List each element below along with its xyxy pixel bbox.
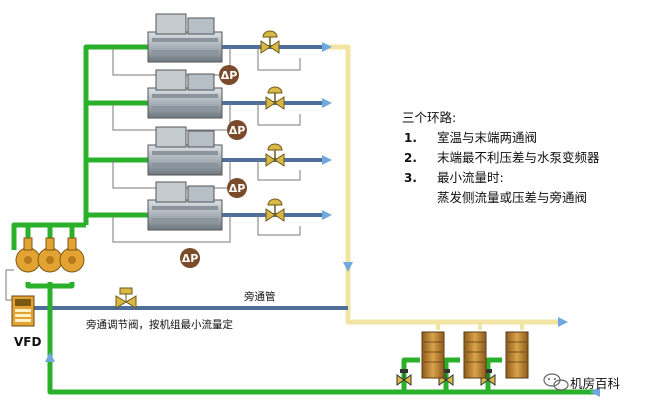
return-riser bbox=[322, 44, 560, 325]
loop-item-number: 2. bbox=[404, 151, 417, 165]
arrow-up-icon bbox=[45, 352, 55, 362]
coil-icon bbox=[505, 331, 529, 379]
valve-icon bbox=[265, 198, 285, 222]
dp-label: ΔP bbox=[229, 124, 246, 137]
arrow-down-icon bbox=[343, 262, 353, 272]
loop-item-continuation: 蒸发侧流量或压差与旁通阀 bbox=[437, 190, 587, 205]
arrow-right-icon bbox=[322, 42, 332, 52]
loop-item-text: 末端最不利压差与水泵变频器 bbox=[437, 150, 600, 165]
wechat-icon bbox=[543, 373, 569, 391]
dp-label: ΔP bbox=[229, 182, 246, 195]
dp-icon: ΔP bbox=[219, 65, 239, 85]
chiller-icon bbox=[147, 181, 223, 231]
valve-icon bbox=[265, 143, 285, 167]
bypass-valve-note: 旁通调节阀，按机组最小流量定 bbox=[86, 318, 233, 331]
dp-icon: ΔP bbox=[227, 178, 247, 198]
coil-return-branches bbox=[436, 322, 524, 330]
loop-notes-title: 三个环路: bbox=[402, 110, 456, 125]
arrow-right-icon bbox=[558, 317, 568, 327]
valve-icon bbox=[265, 86, 285, 110]
watermark: 机房百科 bbox=[543, 373, 621, 391]
loop-item-number: 1. bbox=[404, 131, 417, 145]
pump-icon bbox=[59, 237, 85, 273]
chiller-icon bbox=[147, 126, 223, 176]
flow-arrows bbox=[45, 42, 600, 397]
vfd-label: VFD bbox=[14, 335, 41, 349]
air-handler-coils bbox=[421, 331, 529, 379]
valve-icon bbox=[396, 369, 412, 386]
loop-item-text: 最小流量时: bbox=[437, 170, 504, 185]
loop-notes: 三个环路: 1. 室温与末端两通阀 2. 末端最不利压差与水泵变频器 3. 最小… bbox=[402, 110, 600, 205]
arrow-left-icon bbox=[590, 387, 600, 397]
coil-icon bbox=[463, 331, 487, 379]
arrow-right-icon bbox=[322, 210, 332, 220]
pump-icon bbox=[37, 237, 63, 273]
vfd-icon bbox=[11, 295, 35, 327]
loop-item-number: 3. bbox=[404, 171, 417, 185]
chillers bbox=[147, 13, 223, 231]
bypass-pipe-label: 旁通管 bbox=[244, 290, 276, 303]
coil-icon bbox=[421, 331, 445, 379]
chiller-icon bbox=[147, 13, 223, 63]
pumps bbox=[15, 237, 85, 273]
bypass-valve-icon bbox=[115, 287, 137, 309]
dp-icon: ΔP bbox=[180, 248, 200, 268]
arrow-right-icon bbox=[322, 98, 332, 108]
valve-icon bbox=[260, 30, 280, 54]
control-valves bbox=[115, 30, 496, 386]
chiller-icon bbox=[147, 69, 223, 119]
dp-label: ΔP bbox=[182, 252, 199, 265]
dp-sensors: ΔP ΔP ΔP ΔP bbox=[180, 65, 247, 268]
arrow-right-icon bbox=[322, 155, 332, 165]
watermark-text: 机房百科 bbox=[570, 376, 621, 391]
dp-icon: ΔP bbox=[227, 120, 247, 140]
dp-label: ΔP bbox=[221, 69, 238, 82]
loop-item-text: 室温与末端两通阀 bbox=[437, 130, 537, 145]
pump-icon bbox=[15, 237, 41, 273]
